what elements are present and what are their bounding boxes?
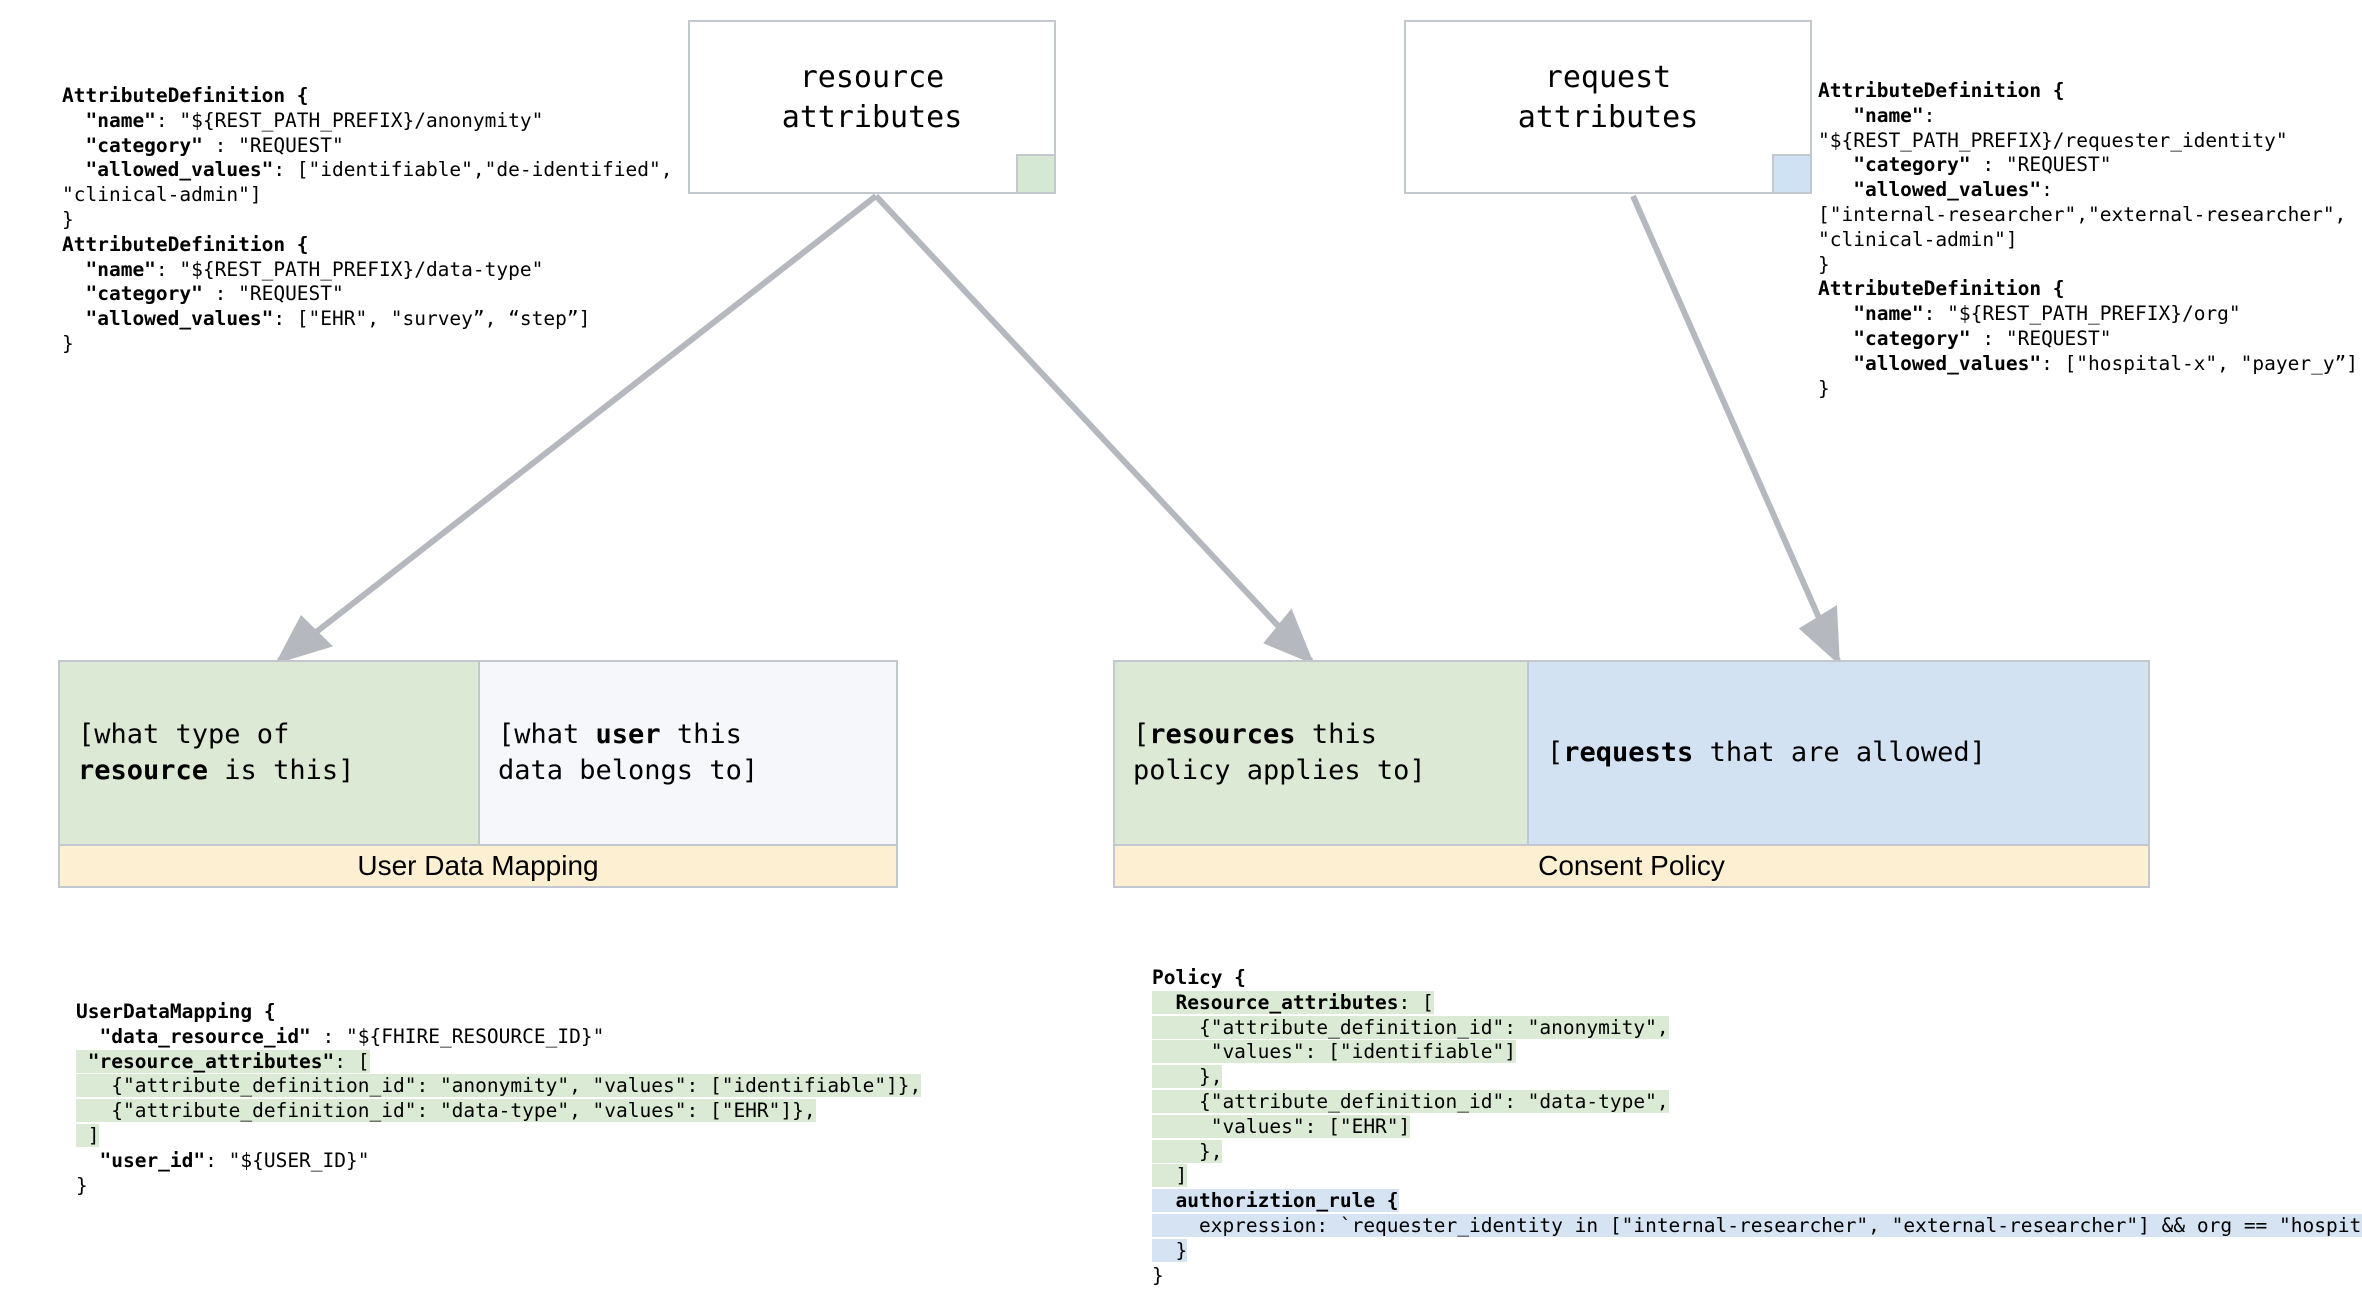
code-line: } xyxy=(1152,1263,1164,1287)
code-line: } xyxy=(1152,1238,1188,1262)
code-line: Policy { xyxy=(1152,966,1246,989)
code-line: {"attribute_definition_id": "anonymity",… xyxy=(76,1074,922,1098)
consent-policy-request-text: [requests that are allowed] xyxy=(1547,737,1986,768)
consent-policy-cell-divider xyxy=(1527,662,1529,844)
code-line: authoriztion_rule { xyxy=(1152,1189,1399,1213)
code-line: AttributeDefinition { xyxy=(62,84,309,107)
code-line: UserDataMapping { xyxy=(76,1000,276,1023)
request-attributes-color-swatch xyxy=(1772,154,1812,194)
user-data-mapping-footer: User Data Mapping xyxy=(60,844,896,886)
code-line: }, xyxy=(1152,1065,1223,1089)
code-line: "category" : "REQUEST" xyxy=(62,282,344,306)
code-policy-instance: Policy { Resource_attributes: [ {"attrib… xyxy=(1152,966,2362,1288)
code-line: "clinical-admin"] xyxy=(62,183,262,207)
consent-policy-request-cell[interactable]: [requests that are allowed] xyxy=(1529,662,2148,844)
user-data-mapping-footer-label: User Data Mapping xyxy=(357,850,599,881)
node-resource-attributes[interactable]: resource attributes xyxy=(688,20,1056,194)
code-line: ] xyxy=(76,1123,100,1147)
code-line: "name": "${REST_PATH_PREFIX}/data-type" xyxy=(62,257,544,281)
node-request-attributes-label: request attributes xyxy=(1517,60,1699,135)
code-line: {"attribute_definition_id": "data-type", xyxy=(1152,1089,1669,1113)
code-resource-attribute-definitions: AttributeDefinition { "name": "${REST_PA… xyxy=(62,84,673,357)
code-line: } xyxy=(1818,252,1830,276)
code-line: {"attribute_definition_id": "data-type",… xyxy=(76,1099,816,1123)
code-line: "allowed_values": xyxy=(1818,178,2053,202)
code-line: } xyxy=(62,331,74,355)
code-line: }, xyxy=(1152,1139,1223,1163)
code-line: expression: `requester_identity in ["int… xyxy=(1152,1213,2362,1239)
code-line: "data_resource_id" : "${FHIRE_RESOURCE_I… xyxy=(76,1024,605,1048)
code-line: ["internal-researcher","external-researc… xyxy=(1818,202,2347,226)
consent-policy-footer-label: Consent Policy xyxy=(1538,850,1725,881)
consent-policy-footer: Consent Policy xyxy=(1115,844,2148,886)
code-line: AttributeDefinition { xyxy=(1818,79,2065,102)
code-line: "category" : "REQUEST" xyxy=(1818,153,2112,177)
code-line: "name": "${REST_PATH_PREFIX}/anonymity" xyxy=(62,108,544,132)
code-user-data-mapping-instance: UserDataMapping { "data_resource_id" : "… xyxy=(76,1000,922,1198)
code-line: "clinical-admin"] xyxy=(1818,227,2018,251)
code-line: } xyxy=(62,207,74,231)
code-line: "${REST_PATH_PREFIX}/requester_identity" xyxy=(1818,128,2288,152)
node-request-attributes[interactable]: request attributes xyxy=(1404,20,1812,194)
code-line: "user_id": "${USER_ID}" xyxy=(76,1148,370,1172)
code-line: "allowed_values": ["EHR", "survey”, “ste… xyxy=(62,307,591,331)
code-line: AttributeDefinition { xyxy=(62,232,309,256)
node-resource-attributes-label: resource attributes xyxy=(781,60,963,135)
code-line: "allowed_values": ["hospital-x", "payer_… xyxy=(1818,351,2359,375)
code-line: ] xyxy=(1152,1164,1188,1188)
code-line: } xyxy=(1818,376,1830,400)
code-line: "name": "${REST_PATH_PREFIX}/org" xyxy=(1818,302,2241,326)
code-line: AttributeDefinition { xyxy=(1818,277,2065,301)
user-data-mapping-cell-divider xyxy=(478,662,480,844)
code-line: Resource_attributes: [ xyxy=(1152,990,1434,1014)
code-line: "name": xyxy=(1818,103,1936,127)
resource-attributes-color-swatch xyxy=(1016,154,1056,194)
code-line: {"attribute_definition_id": "anonymity", xyxy=(1152,1015,1669,1039)
arrow-request-to-consent-policy xyxy=(1630,194,1841,666)
code-request-attribute-definitions: AttributeDefinition { "name":"${REST_PAT… xyxy=(1818,79,2358,401)
code-line: "values": ["EHR"] xyxy=(1152,1114,1411,1138)
arrow-resource-to-consent-policy xyxy=(873,193,1315,665)
code-line: "category" : "REQUEST" xyxy=(62,133,344,157)
code-line: "resource_attributes": [ xyxy=(76,1049,370,1073)
code-line: "values": ["identifiable"] xyxy=(1152,1040,1516,1064)
code-line: "category" : "REQUEST" xyxy=(1818,326,2112,350)
code-line: } xyxy=(76,1173,88,1197)
code-line: "allowed_values": ["identifiable","de-id… xyxy=(62,158,673,182)
